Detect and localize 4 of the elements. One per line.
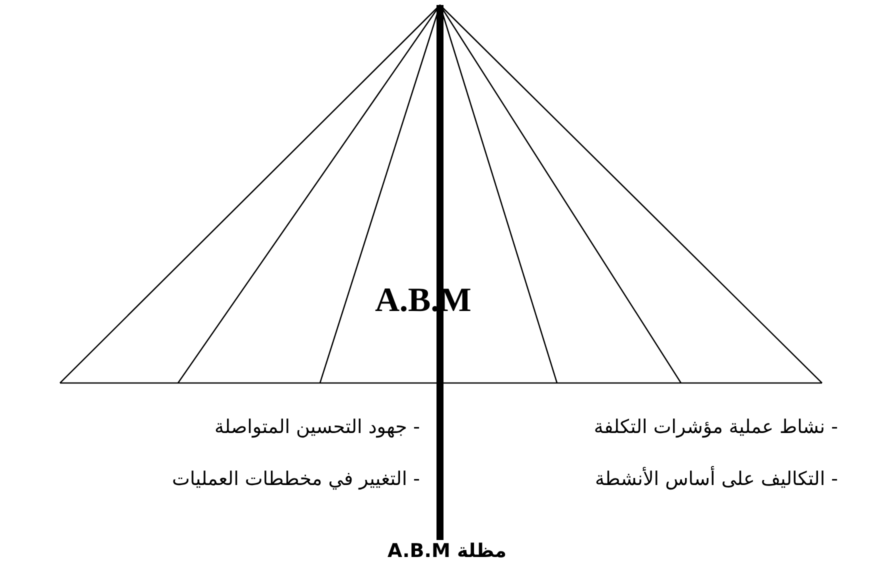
list-item: - التكاليف على أساس الأنشطة [594, 468, 838, 490]
list-item: - جهود التحسين المتواصلة [214, 416, 420, 438]
list-item: - نشاط عملية مؤشرات التكلفة [594, 416, 838, 438]
list-item: - التغيير في مخططات العمليات [172, 468, 420, 490]
